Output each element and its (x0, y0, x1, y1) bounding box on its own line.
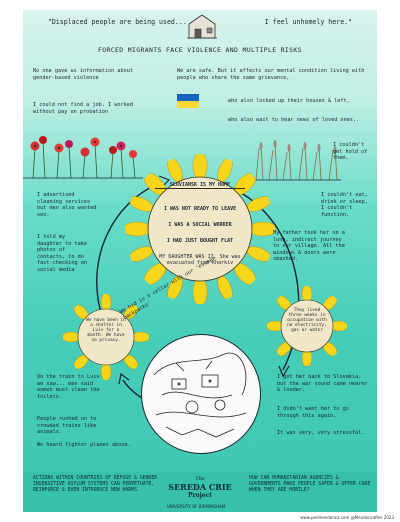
quote-left: "Displaced people are being used... (47, 18, 187, 26)
top-right-text-2: who also locked up their houses & left, (228, 98, 350, 104)
main-sunflower-petals (125, 154, 275, 304)
left-text-1: I advertised cleaning services but men a… (37, 192, 97, 218)
right-sunflower-text: They lived three weeks in occupation wit… (287, 308, 327, 333)
left-sunflower-text: We have been in a shelter in Lviv for a … (86, 318, 126, 343)
right-sunflower-petals (267, 286, 347, 366)
footer (23, 472, 377, 512)
project-brand: The SEREDA CRIE Project (163, 476, 237, 499)
top-left-text-2: I could not find a job. I worked without… (33, 102, 133, 115)
subtitle: FORCED MIGRANTS FACE VIOLENCE AND MULTIP… (98, 46, 302, 54)
main-sunflower-item-4: MY DAUGHTER WAS 17. She was evacuated fr… (159, 254, 241, 266)
header-quote: "Displaced people are being used... I fe… (23, 18, 377, 26)
left-text-2: I told my daughter to take photos of con… (37, 234, 87, 273)
brand-line-2: SEREDA CRIE (168, 482, 232, 492)
credit-line: www.penmendonca.com @MendoncaPen 2023 (300, 515, 394, 520)
left-sunflower-petals (63, 294, 149, 380)
main-sunflower-item-2: I WAS A SOCIAL WORKER (168, 222, 232, 228)
cellar-sketch (141, 334, 261, 454)
main-sunflower-item-1: I WAS NOT READY TO LEAVE (163, 206, 237, 212)
left-text-4: People rushed on to crowded trains like … (37, 416, 97, 435)
right-text-4: I got her back to Slovakia, but the war … (277, 374, 368, 393)
top-right-text-1: We are safe. But it affects our mental c… (177, 68, 365, 81)
main-sunflower-item-3: I HAD JUST BOUGHT FLAT (166, 238, 234, 244)
cellar-drawing (153, 352, 247, 438)
quote-right: I feel unhomely here." (264, 18, 353, 26)
brand-line-3: Project (187, 492, 213, 499)
footer-right-text: HOW CAN HUMANITARIAN AGENCIES & GOVERNME… (249, 476, 371, 494)
left-text-5: We heard fighter planes above. (37, 442, 131, 448)
brand-line-1: The (195, 476, 205, 482)
right-text-6: It was very, very stressful. (277, 430, 365, 436)
poster: "Displaced people are being used... I fe… (23, 10, 377, 512)
right-text-3: My father took her on a long, indirect j… (273, 230, 345, 262)
grass-illustration (251, 140, 341, 181)
main-sunflower-header: SLOVIANSK IS MY HOME (155, 182, 245, 189)
right-text-5: I didn't want her to go through this aga… (277, 406, 349, 419)
footer-left-text: ACTIONS WITHIN COUNTRIES OF REFUGE & GEN… (33, 476, 158, 494)
right-text-1: I couldn't get hold of them. (333, 142, 368, 161)
ukraine-flag-icon (177, 94, 199, 108)
university-logo: UNIVERSITY OF BIRMINGHAM (167, 504, 226, 509)
house-sketch (187, 14, 217, 39)
right-text-2: I couldn't eat, drink or sleep, I couldn… (321, 192, 368, 218)
poppies-illustration (23, 136, 143, 179)
top-right-text-3: who also wait to hear news of loved ones… (228, 117, 360, 123)
left-text-3: On the train to Lviv we saw... men said … (37, 374, 100, 400)
top-left-text-1: No one gave us information about gender-… (33, 68, 133, 81)
